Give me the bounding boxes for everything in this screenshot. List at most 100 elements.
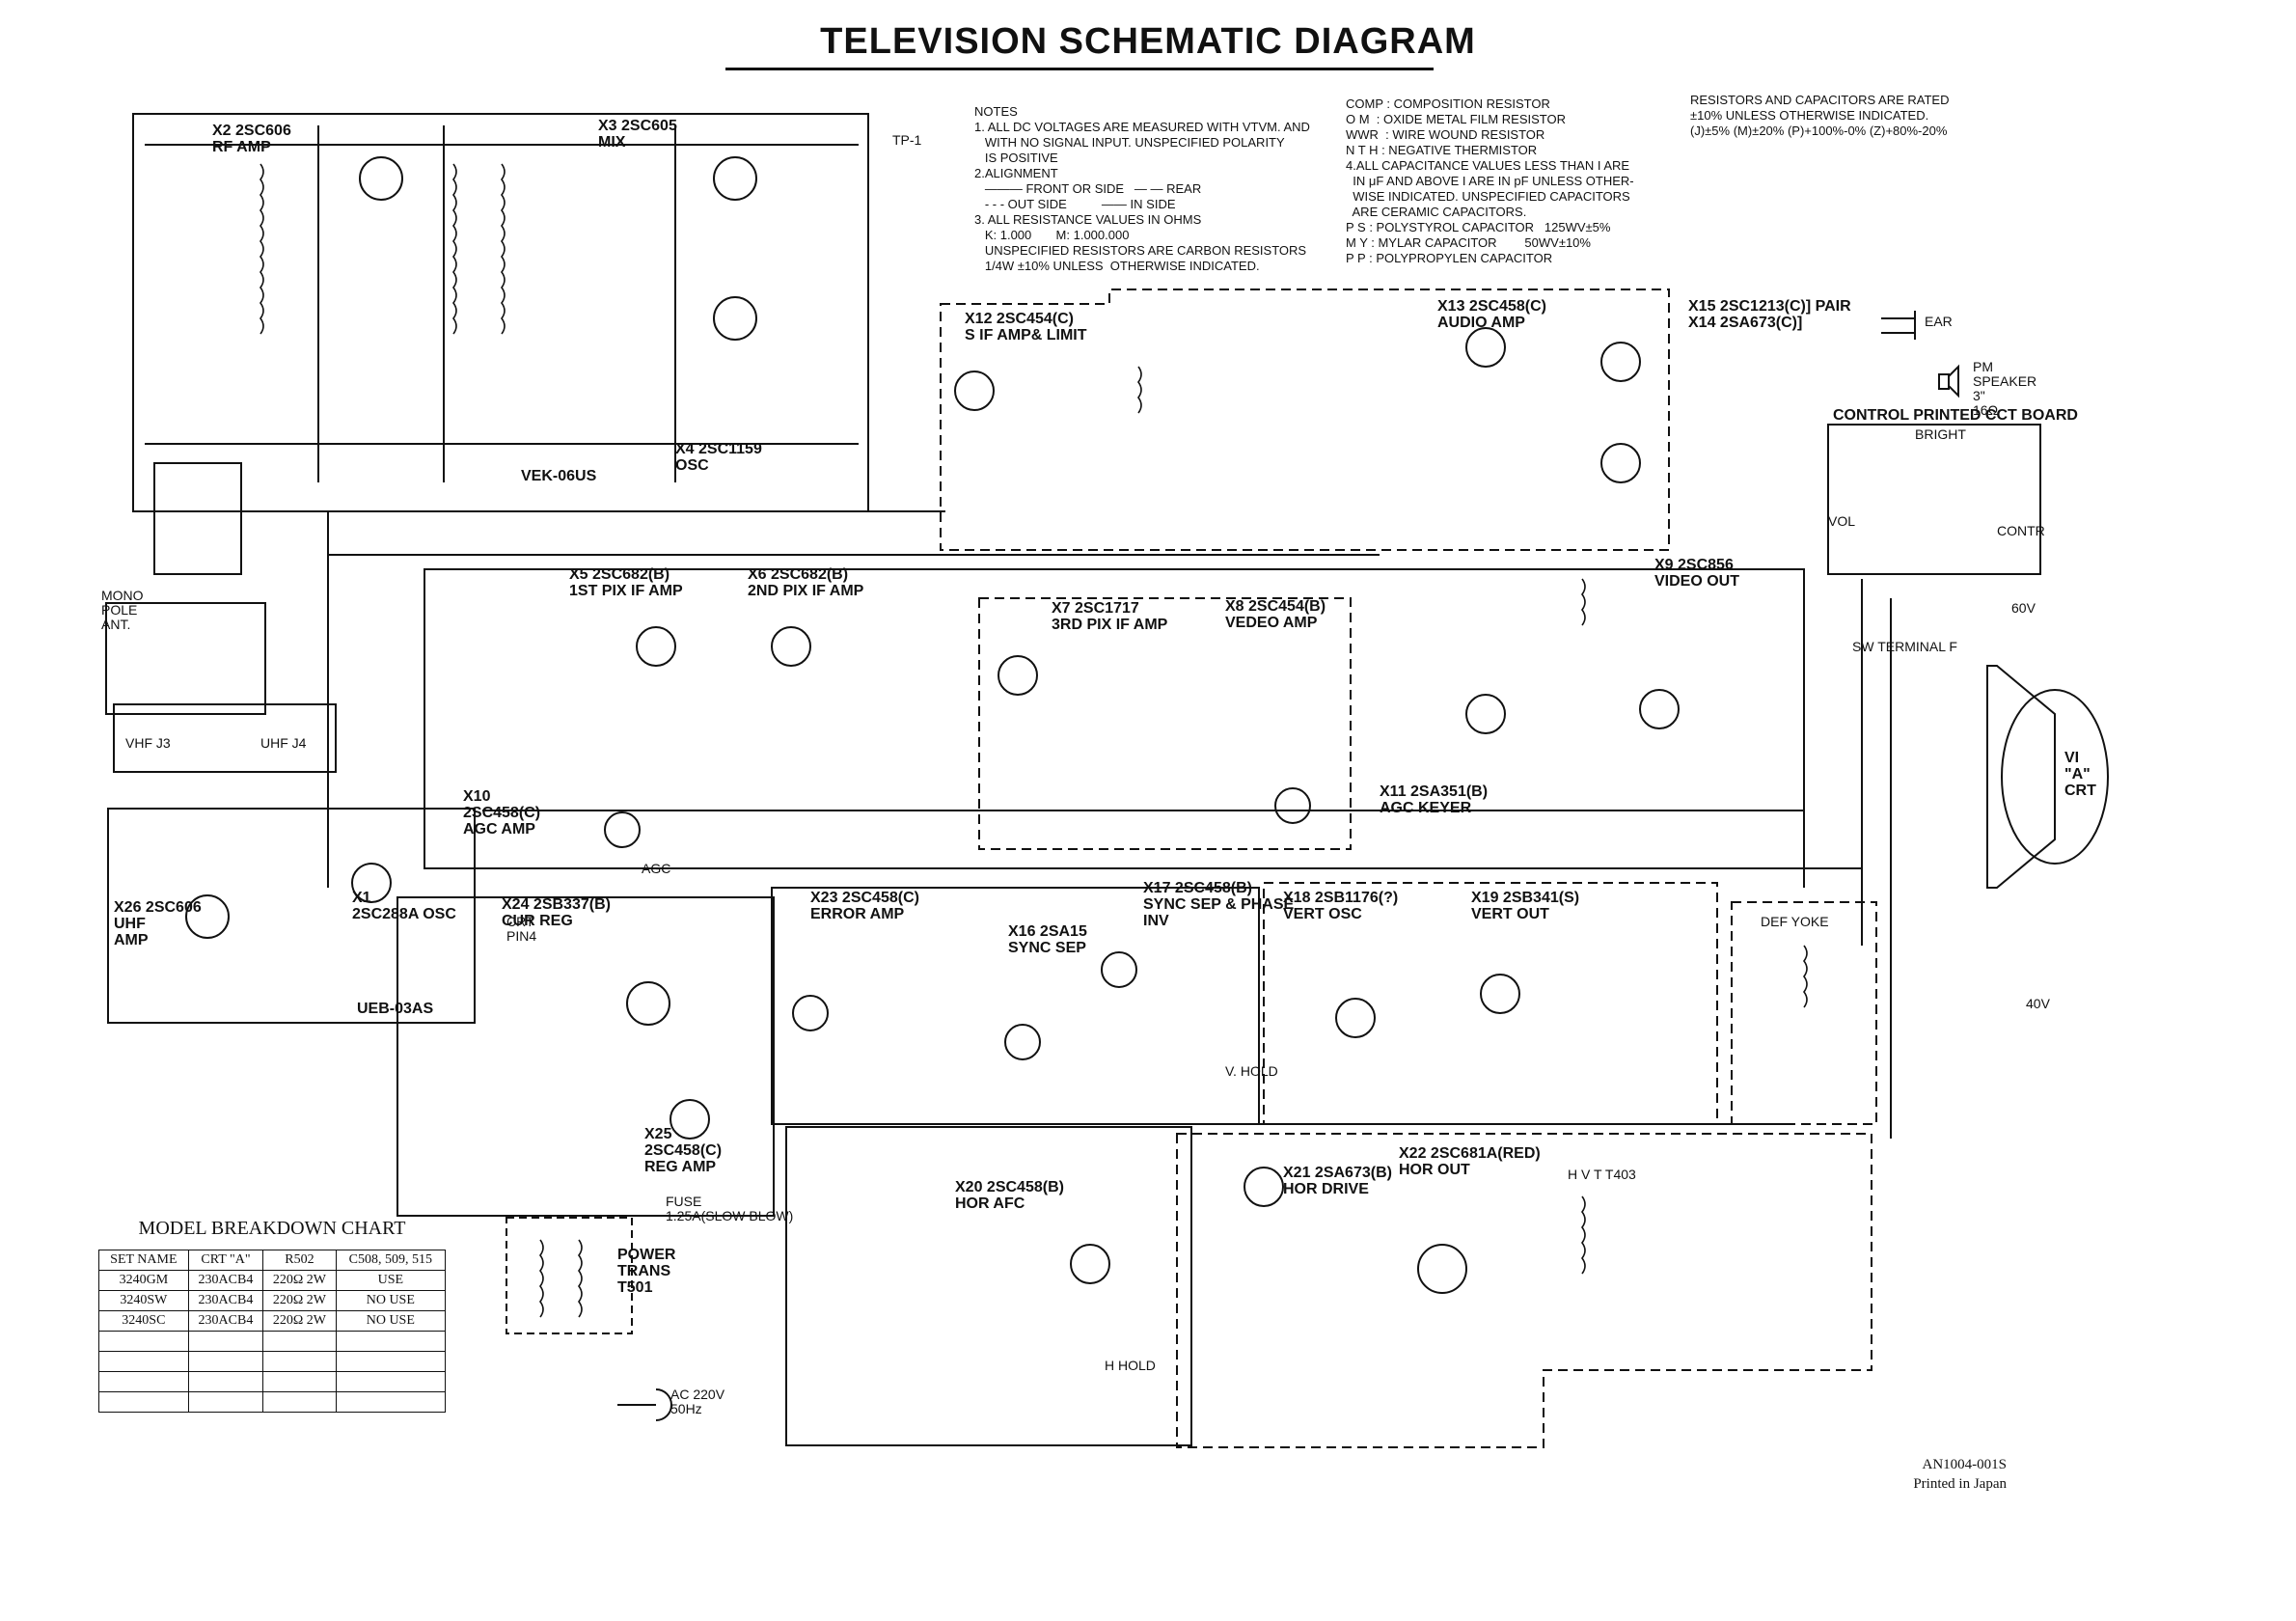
transistor-x7 — [998, 655, 1038, 696]
table-cell — [262, 1371, 337, 1392]
transistor-x13 — [1465, 327, 1506, 368]
transistor-x16 — [1004, 1024, 1041, 1060]
label-v60: 60V — [2011, 600, 2036, 616]
transistor-x22 — [1417, 1244, 1467, 1294]
block-label-error-amp: X23 2SC458(C)ERROR AMP — [810, 890, 919, 922]
transistor-x25 — [670, 1099, 710, 1140]
notes-block-2: COMP : COMPOSITION RESISTOR O M : OXIDE … — [1346, 96, 1634, 265]
label-vhf: VHF J3 — [125, 735, 171, 751]
table-cell — [98, 1331, 189, 1352]
block-label-hor-out: X22 2SC681A(RED)HOR OUT — [1399, 1145, 1541, 1178]
block-label-audio: X13 2SC458(C)AUDIO AMP — [1437, 298, 1546, 331]
label-tp1: TP-1 — [892, 132, 922, 148]
transistor-x3 — [713, 156, 757, 201]
breakdown-header-2: R502 — [262, 1250, 337, 1271]
table-cell — [98, 1371, 189, 1392]
footer: AN1004-001S Printed in Japan — [1872, 1455, 2007, 1494]
table-cell: 230ACB4 — [187, 1310, 264, 1332]
block-frame-sif — [940, 288, 1670, 551]
table-cell: 3240GM — [98, 1270, 189, 1291]
label-ear: EAR — [1925, 314, 1953, 329]
table-row — [98, 1331, 447, 1352]
label-bright: BRIGHT — [1915, 426, 1966, 442]
table-cell: 220Ω 2W — [262, 1270, 337, 1291]
transistor-x14 — [1600, 443, 1641, 483]
table-cell — [98, 1351, 189, 1372]
table-cell — [187, 1351, 264, 1372]
transistor-x10 — [604, 811, 641, 848]
table-cell: NO USE — [335, 1310, 447, 1332]
label-agc: AGC — [642, 861, 670, 876]
table-cell — [335, 1391, 447, 1413]
table-cell — [262, 1351, 337, 1372]
label-v-hold: V. HOLD — [1225, 1063, 1278, 1079]
block-label-control-board: CONTROL PRINTED CCT BOARD — [1833, 407, 2078, 424]
block-label-sif: X12 2SC454(C)S IF AMP& LIMIT — [965, 311, 1087, 343]
table-cell: NO USE — [335, 1290, 447, 1311]
block-label-cur-reg: X24 2SB337(B)CUR REG — [502, 896, 611, 929]
table-cell — [262, 1331, 337, 1352]
table-cell — [98, 1391, 189, 1413]
label-v40: 40V — [2026, 996, 2051, 1011]
table-cell: 220Ω 2W — [262, 1290, 337, 1311]
transistor-x2 — [359, 156, 403, 201]
block-label-agc-keyer: X11 2SA351(B)AGC KEYER — [1380, 783, 1488, 816]
label-def-yoke: DEF YOKE — [1761, 914, 1829, 929]
block-label-vert-out: X19 2SB341(S)VERT OUT — [1471, 890, 1579, 922]
table-cell: 3240SW — [98, 1290, 189, 1311]
table-row — [98, 1391, 447, 1413]
table-cell — [335, 1351, 447, 1372]
table-cell — [335, 1331, 447, 1352]
title-underline — [725, 68, 1434, 70]
transistor-x6 — [771, 626, 811, 667]
label-h-hold: H HOLD — [1105, 1358, 1156, 1373]
notes-block-3: RESISTORS AND CAPACITORS ARE RATED ±10% … — [1690, 93, 1950, 138]
transistor-x18 — [1335, 998, 1376, 1038]
table-cell: USE — [335, 1270, 447, 1291]
transistor-x17 — [1101, 951, 1137, 988]
label-contr: CONTR — [1997, 523, 2045, 538]
block-frame-control-board — [1827, 424, 2041, 575]
transistor-x12 — [954, 371, 995, 411]
transistor-x21 — [1244, 1167, 1284, 1207]
label-hvt: H V T T403 — [1568, 1167, 1636, 1182]
label-uhf: UHF J4 — [260, 735, 307, 751]
transistor-x20 — [1070, 1244, 1110, 1284]
document-code: AN1004-001S — [1922, 1457, 2007, 1472]
transistor-x5 — [636, 626, 676, 667]
breakdown-title: MODEL BREAKDOWN CHART — [138, 1218, 406, 1239]
breakdown-header-1: CRT "A" — [187, 1250, 264, 1271]
table-row — [98, 1351, 447, 1372]
block-label-hor-drive: X21 2SA673(B)HOR DRIVE — [1283, 1165, 1392, 1197]
table-cell — [187, 1371, 264, 1392]
transistor-x26 — [185, 894, 230, 939]
block-label-uhf-tuner: UEB-03AS — [357, 1001, 433, 1017]
transistor-x11 — [1274, 787, 1311, 824]
table-cell — [262, 1391, 337, 1413]
table-cell — [335, 1371, 447, 1392]
block-label-hor-afc: X20 2SC458(B)HOR AFC — [955, 1179, 1064, 1212]
block-label-tuner-vhf: VEK-06US — [521, 468, 597, 484]
transistor-x9b — [1639, 689, 1680, 729]
block-label-pif1: X5 2SC682(B)1ST PIX IF AMP — [569, 566, 683, 599]
transistor-x4 — [713, 296, 757, 341]
label-sw-terminal: SW TERMINAL F — [1852, 639, 1957, 654]
table-cell: 3240SC — [98, 1310, 189, 1332]
